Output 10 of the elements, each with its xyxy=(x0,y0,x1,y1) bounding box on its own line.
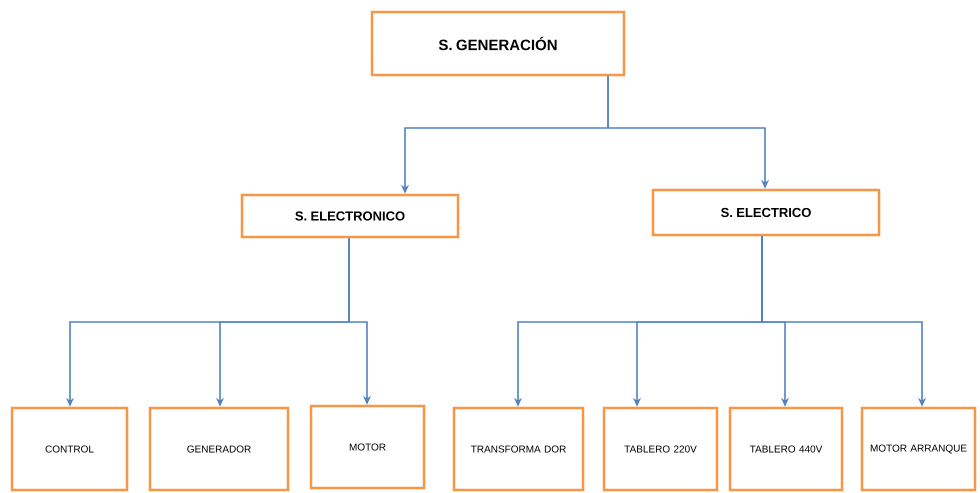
process-box: S. GENERACIÓN xyxy=(370,10,626,76)
process-box: TABLERO 440V xyxy=(728,406,844,492)
process-box: MOTOR ARRANQUE xyxy=(860,406,976,492)
process-box: GENERADOR xyxy=(148,406,290,492)
process-box: TRANSFORMA DOR xyxy=(452,406,584,492)
process-box: S. ELECTRICO xyxy=(652,188,880,236)
process-box: CONTROL xyxy=(10,406,128,492)
process-box: MOTOR xyxy=(310,404,426,490)
process-box: TABLERO 220V xyxy=(602,406,718,492)
process-box: S. ELECTRONICO xyxy=(240,194,460,238)
